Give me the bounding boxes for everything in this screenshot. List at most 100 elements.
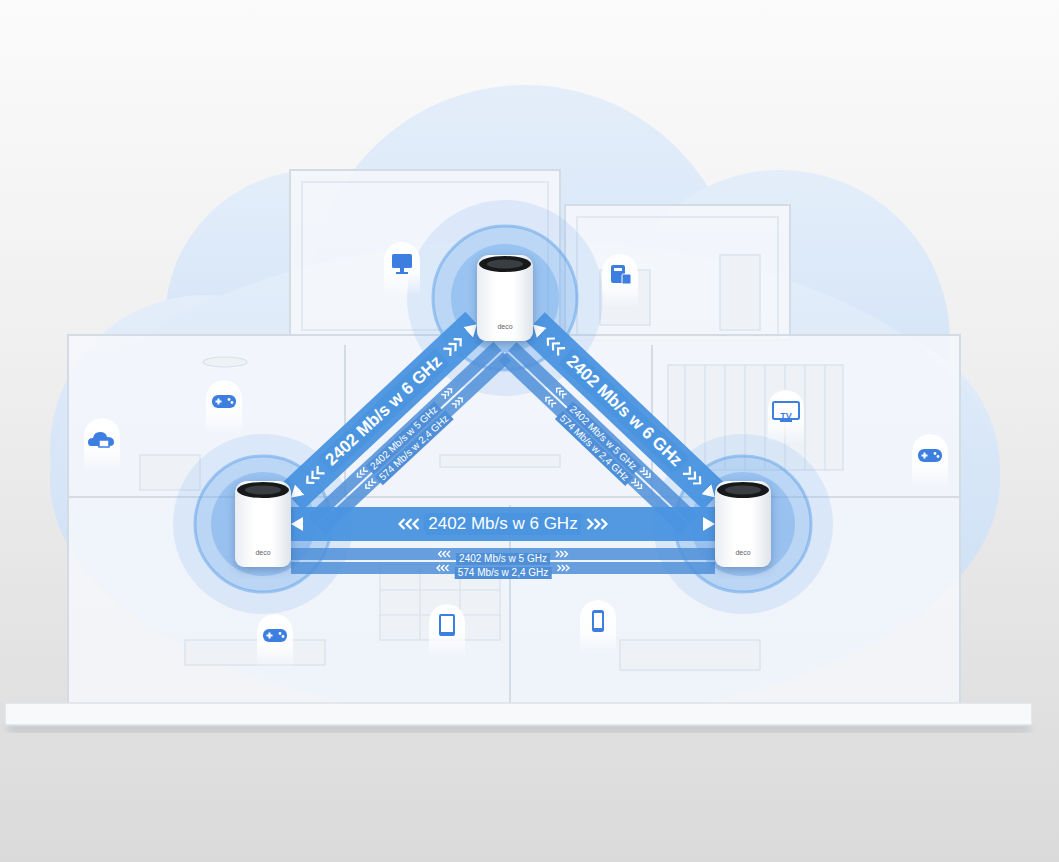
chevron (640, 467, 646, 473)
device-icon (384, 242, 420, 296)
chevron (562, 565, 565, 571)
speaker-grille (479, 256, 531, 272)
chevron (439, 551, 442, 557)
chevron (560, 551, 563, 557)
bed (185, 640, 325, 665)
chevron (437, 565, 440, 571)
unit-top (715, 481, 771, 503)
chevron (455, 399, 461, 405)
chevron (447, 551, 450, 557)
device-icon (206, 380, 242, 434)
chevron (637, 484, 643, 490)
ceiling-lamp (203, 357, 247, 367)
chevron (314, 466, 324, 477)
chevron (602, 519, 607, 529)
room-wall (577, 217, 778, 337)
logo-text: deco (497, 322, 512, 331)
chevron (683, 467, 694, 478)
chevron (646, 473, 652, 479)
device-icon (768, 390, 804, 444)
chevron (414, 519, 419, 529)
chevron (558, 565, 561, 571)
chevron (452, 402, 458, 408)
chevron (441, 565, 444, 571)
house-outline (68, 170, 960, 705)
chevron (564, 551, 567, 557)
grille-center (487, 260, 523, 269)
chevron (355, 473, 361, 479)
base-slab (5, 703, 1032, 725)
chevron (634, 481, 640, 487)
band-speed-label: 574 Mb/s w 2,4 GHz (455, 567, 552, 579)
signal-glow (173, 200, 833, 614)
chevron (561, 392, 567, 398)
chevron (643, 470, 649, 476)
chevron (447, 387, 453, 393)
chevron (370, 478, 376, 484)
chevron (309, 471, 319, 482)
chevron (588, 519, 593, 529)
speaker-grille (237, 482, 289, 498)
device-icon (84, 418, 120, 472)
chevron (304, 476, 314, 487)
cloud-lobe (50, 240, 1000, 720)
chevron (555, 345, 566, 356)
chevron (364, 484, 370, 490)
unit-top (477, 255, 533, 277)
chevron (631, 478, 637, 484)
chevron (358, 470, 364, 476)
chevron (544, 335, 555, 346)
door (720, 255, 760, 330)
furniture (140, 255, 843, 670)
chevron (454, 336, 464, 347)
chevron (555, 386, 561, 392)
mesh-unit: deco (477, 255, 533, 341)
chevron (400, 519, 405, 529)
chevron (444, 390, 450, 396)
coverage-cloud (50, 85, 1000, 720)
chevron (367, 481, 373, 487)
device-icon (602, 254, 638, 308)
unit-top (235, 481, 291, 503)
logo-text: deco (735, 548, 750, 557)
chevron (458, 396, 464, 402)
chevron (556, 551, 559, 557)
grille-center (245, 486, 281, 495)
chevron (688, 471, 699, 482)
wifi-band (291, 507, 715, 541)
speaker-grille (717, 482, 769, 498)
chevron (407, 519, 412, 529)
chevrons (304, 335, 704, 571)
device-icon (912, 434, 948, 488)
band-speed-label: 2402 Mb/s w 5 GHz (456, 553, 550, 565)
chevron (547, 398, 553, 404)
chevron (443, 345, 453, 356)
device-icon (257, 614, 293, 668)
device-icon (580, 600, 616, 654)
chevron (558, 389, 564, 395)
chevron (449, 340, 459, 351)
chevron-group (304, 336, 464, 487)
logo-text: deco (255, 548, 270, 557)
desk (620, 640, 760, 670)
device-icon (429, 604, 465, 658)
table (440, 455, 560, 467)
chevron (441, 393, 447, 399)
chevron (549, 340, 560, 351)
mesh-unit: deco (715, 481, 771, 567)
chevron (443, 551, 446, 557)
chevron (693, 476, 704, 487)
wifi-band (291, 324, 477, 498)
chevron-group (544, 335, 703, 487)
speed-label: 2402 Mb/s w 6 GHz (424, 513, 581, 535)
grille-center (725, 486, 761, 495)
partition-wall (344, 345, 346, 497)
chevron (544, 395, 550, 401)
chevron (550, 401, 556, 407)
tv-icon-text: TV (780, 411, 792, 421)
mesh-unit: deco (235, 481, 291, 567)
